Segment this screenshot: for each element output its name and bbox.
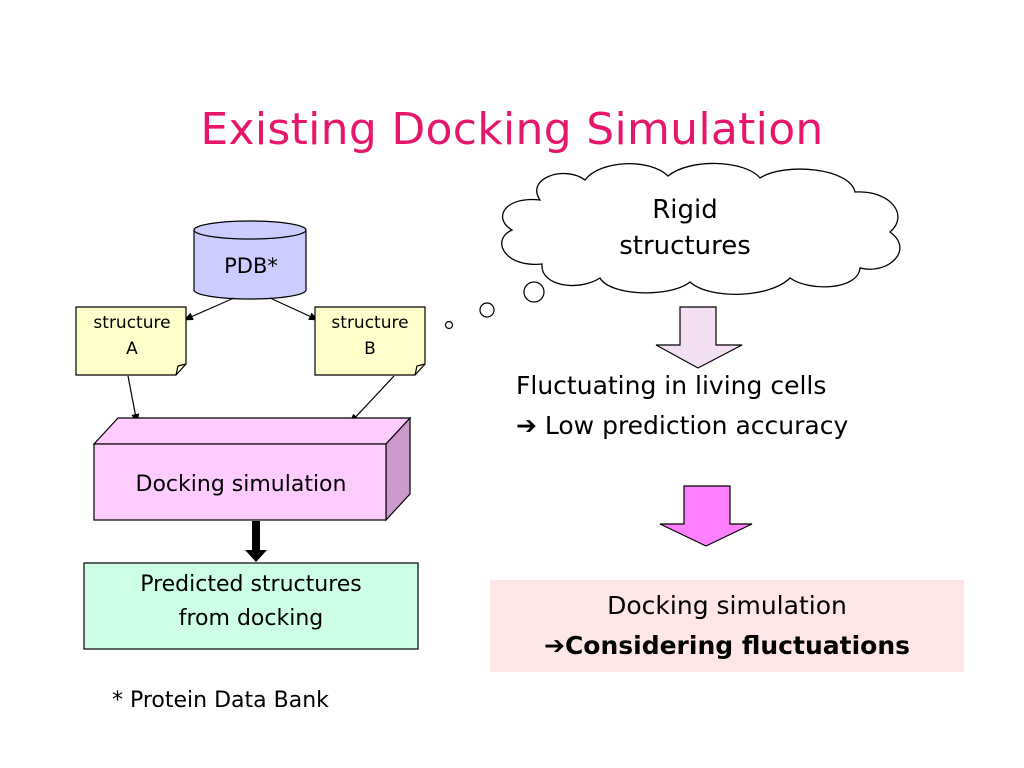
result-line2-text: Considering fluctuations [564,631,910,660]
connector-pdb-to-a [183,297,235,321]
structure-a-note [75,306,187,376]
pdb-database-icon [193,220,307,300]
cloud-line2: structures [619,231,751,261]
structure-b-line1: structure [331,313,409,333]
thought-bubble-small [444,320,454,330]
pdb-label: PDB* [224,254,278,278]
thought-bubble-medium [479,302,495,318]
result-line2: ➔Considering fluctuations [490,626,964,666]
right-arrow-icon: ➔ [543,631,565,660]
connector-a-to-docking [127,375,140,424]
down-arrow-to-predicted [245,521,267,562]
block-arrow-pink [659,485,753,547]
docking-simulation-box [92,416,412,522]
connector-b-to-docking [349,375,395,424]
predicted-line2: from docking [178,606,324,631]
fluctuation-line1: Fluctuating in living cells [516,371,827,400]
predicted-line1: Predicted structures [140,572,362,597]
result-line1: Docking simulation [607,591,847,620]
connector-pdb-to-b [269,297,319,321]
docking-simulation-label: Docking simulation [135,471,347,497]
cloud-label: Rigid structures [585,192,785,264]
structure-b-label: structure B [316,310,424,362]
structure-b-line2: B [364,339,376,359]
cloud-line1: Rigid [652,195,718,225]
structure-a-line2: A [126,339,138,359]
block-arrow-light [655,306,743,369]
thought-cloud [501,162,901,295]
structure-a-label: structure A [78,310,186,362]
structure-b-note [314,306,426,376]
predicted-structures-box [83,562,419,650]
result-box: Docking simulation ➔Considering fluctuat… [490,580,964,672]
predicted-structures-label: Predicted structures from docking [84,568,418,636]
fluctuation-line2: ➔ Low prediction accuracy [516,406,848,446]
footnote: * Protein Data Bank [112,688,329,713]
thought-bubble-large [523,281,545,303]
fluctuation-text: Fluctuating in living cells ➔ Low predic… [516,366,848,446]
fluctuation-line2-text: Low prediction accuracy [536,411,849,440]
structure-a-line1: structure [93,313,171,333]
slide-title: Existing Docking Simulation [200,104,824,155]
right-arrow-icon: ➔ [516,411,537,440]
